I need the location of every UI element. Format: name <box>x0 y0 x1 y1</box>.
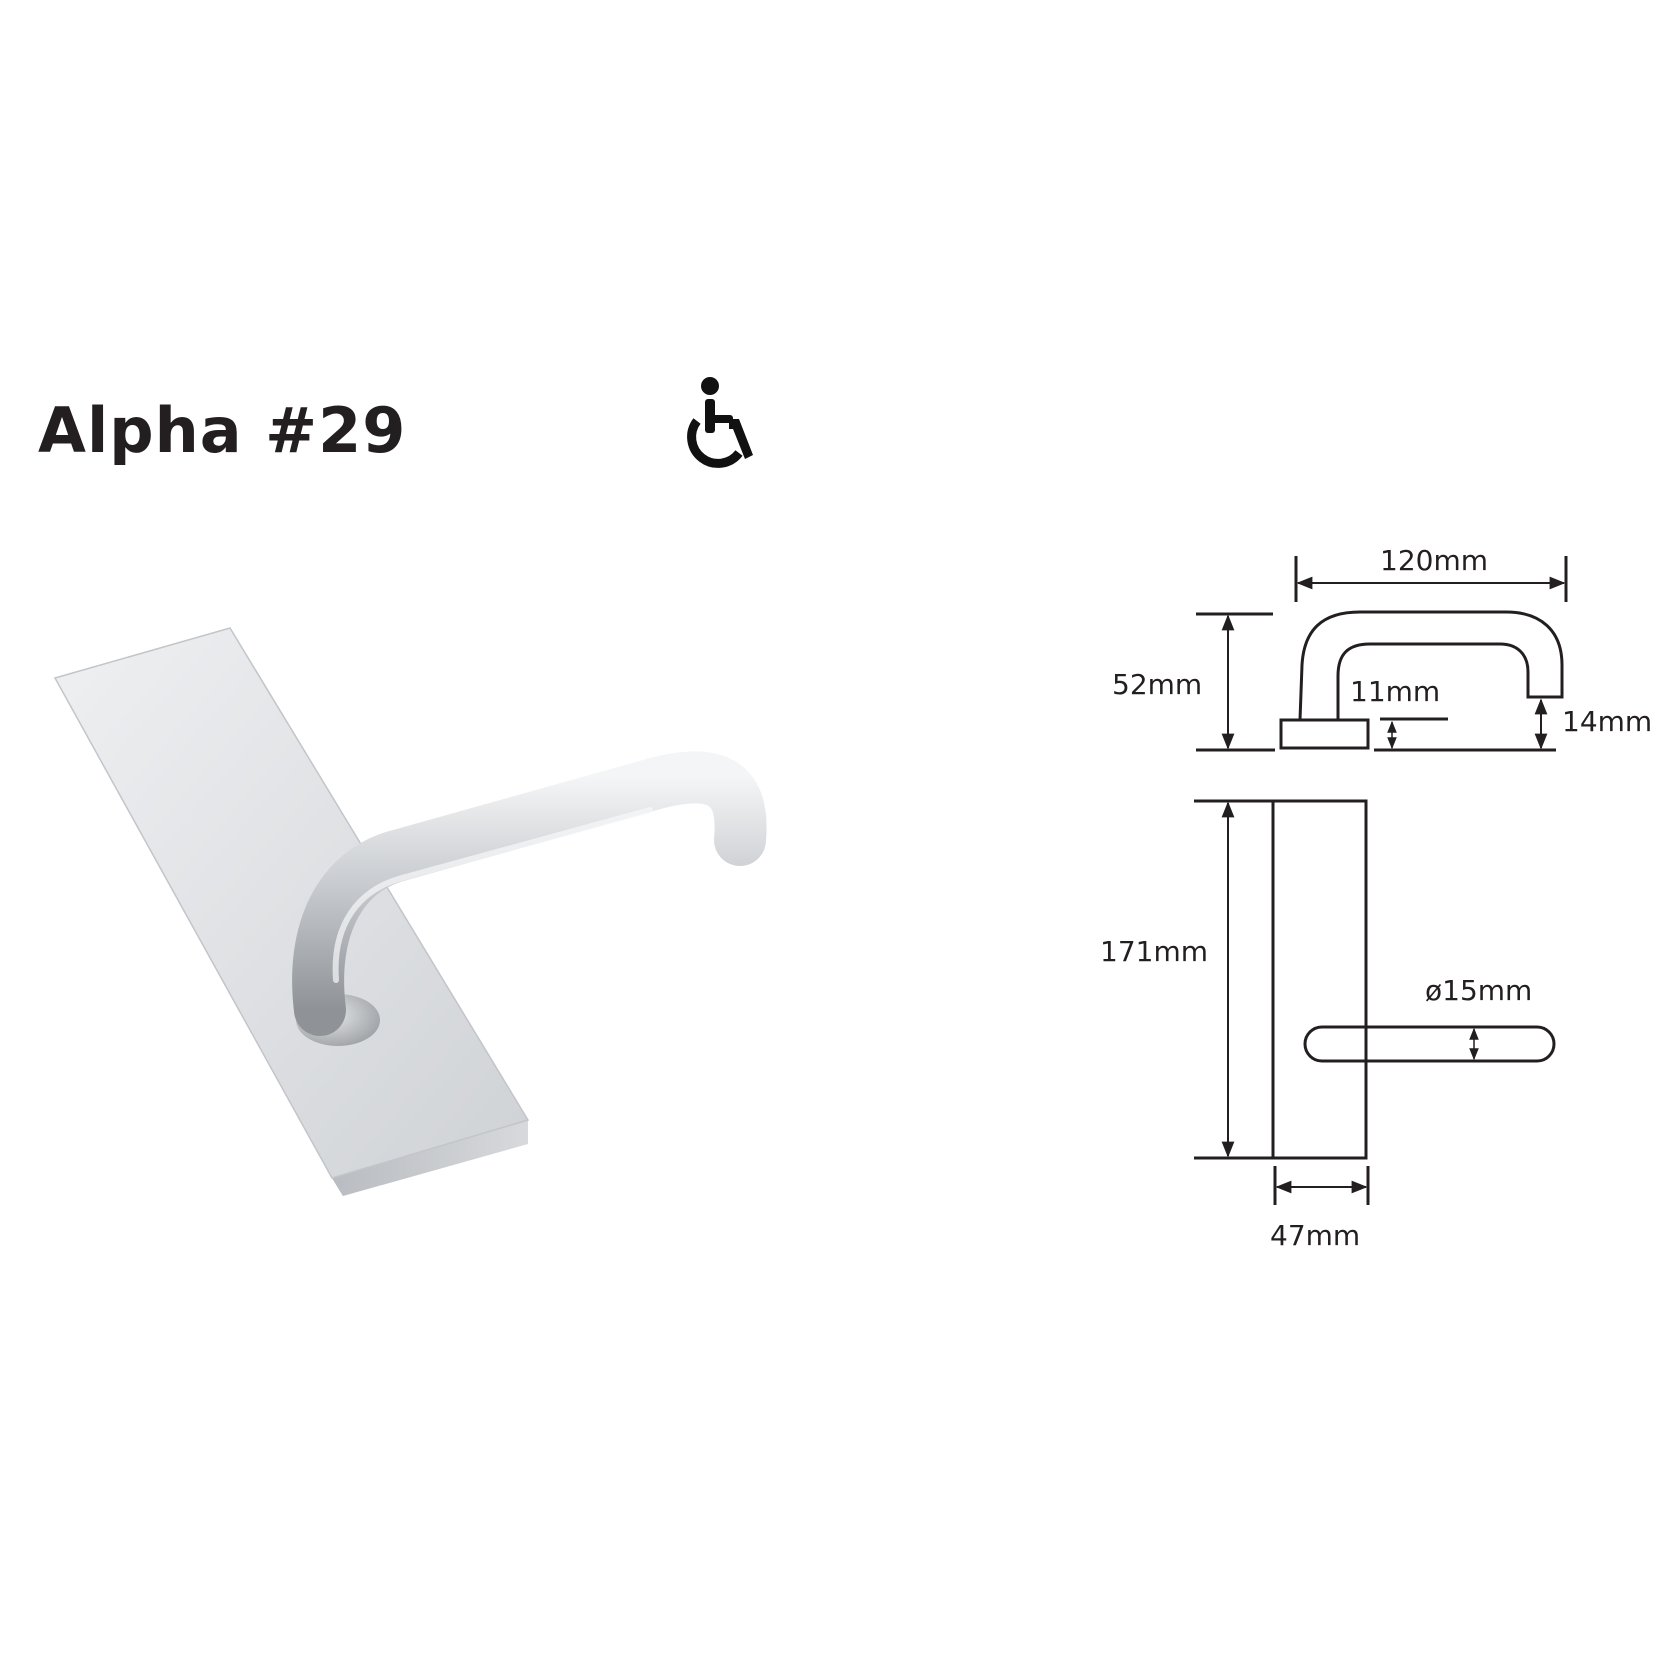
product-photo <box>53 627 767 1196</box>
product-title: Alpha #29 <box>38 394 407 467</box>
backplate-face <box>53 627 530 1179</box>
front-view-plate <box>1271 799 1368 1160</box>
front-view-lever <box>1366 1025 1556 1063</box>
label-rose-height: 11mm <box>1350 675 1440 708</box>
label-overall-length: 120mm <box>1380 544 1488 577</box>
label-plate-width: 47mm <box>1270 1219 1360 1252</box>
lever-handle <box>292 751 767 1036</box>
backplate-bottom-edge <box>332 1120 528 1196</box>
label-plate-height: 171mm <box>1100 935 1208 968</box>
side-view-lever <box>1298 610 1564 721</box>
wheelchair-accessible-icon <box>687 377 753 468</box>
label-handle-diameter: ø15mm <box>1425 974 1532 1007</box>
side-view-rose <box>1279 718 1370 750</box>
label-projection: 52mm <box>1112 668 1202 701</box>
label-handle-clearance: 14mm <box>1562 705 1652 738</box>
